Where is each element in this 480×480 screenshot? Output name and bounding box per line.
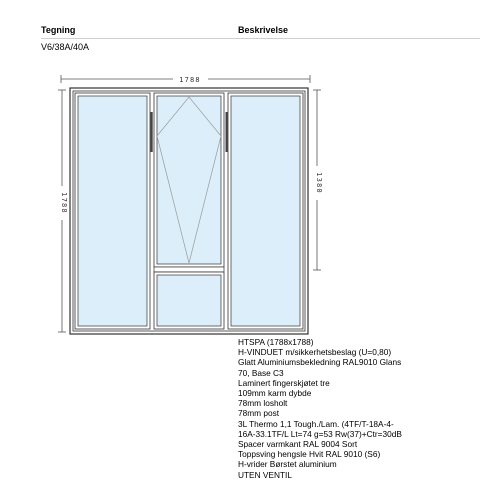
description-line: 16A-33.1TF/L Lt=74 g=53 Rw(37)+Ctr=30dB <box>238 428 402 439</box>
right-pane-glass <box>230 95 301 327</box>
width-dimension-label: 1788 <box>179 76 201 84</box>
top-hung-opening-indicator <box>156 96 222 264</box>
height-dimension-line <box>58 89 66 333</box>
transom-bar <box>153 266 225 273</box>
description-line: 3L Thermo 1,1 Tough./Lam. (4TF/T-18A-4- <box>238 418 394 429</box>
header-divider <box>41 38 480 39</box>
description-column-header: Beskrivelse <box>238 25 289 35</box>
description-line: HTSPA (1788x1788) <box>238 337 314 347</box>
description-line: Laminert fingerskjøtet tre <box>238 377 330 388</box>
description-line: H-vrider Børstet aluminium <box>238 459 337 470</box>
description-line: UTEN VENTIL <box>238 469 292 480</box>
width-dimension-line <box>60 75 311 83</box>
sash-height-dimension-line <box>313 89 321 271</box>
right-handle-icon <box>225 112 228 152</box>
inner-frame <box>72 90 306 332</box>
description-line: 78mm losholt <box>238 398 288 409</box>
description-line: H-VINDUET m/sikkerhetsbeslag (U=0,80) <box>238 347 392 358</box>
description-line: 70, Base C3 <box>238 367 284 378</box>
left-handle-icon <box>150 112 153 152</box>
center-top-glass <box>156 95 222 265</box>
description-line: Glatt Aluminiumsbekledning RAL9010 Glans <box>238 357 402 368</box>
height-dimension-label: 1788 <box>60 192 68 214</box>
description-line: 109mm karm dybde <box>238 388 312 399</box>
window-drawing: 1788 1788 1380 <box>58 75 323 335</box>
description-line: 78mm post <box>238 408 280 419</box>
description-block: HTSPA (1788x1788) H-VINDUET m/sikkerhets… <box>238 337 402 480</box>
center-bottom-glass <box>156 274 222 327</box>
drawing-column-header: Tegning <box>41 25 76 35</box>
product-code: V6/38A/40A <box>41 42 90 52</box>
sash-height-dimension-label: 1380 <box>315 172 323 194</box>
description-line: Toppsving hengsle Hvit RAL 9010 (S6) <box>238 449 381 460</box>
description-line: Spacer varmkant RAL 9004 Sort <box>238 439 358 450</box>
left-pane-glass <box>77 95 148 327</box>
